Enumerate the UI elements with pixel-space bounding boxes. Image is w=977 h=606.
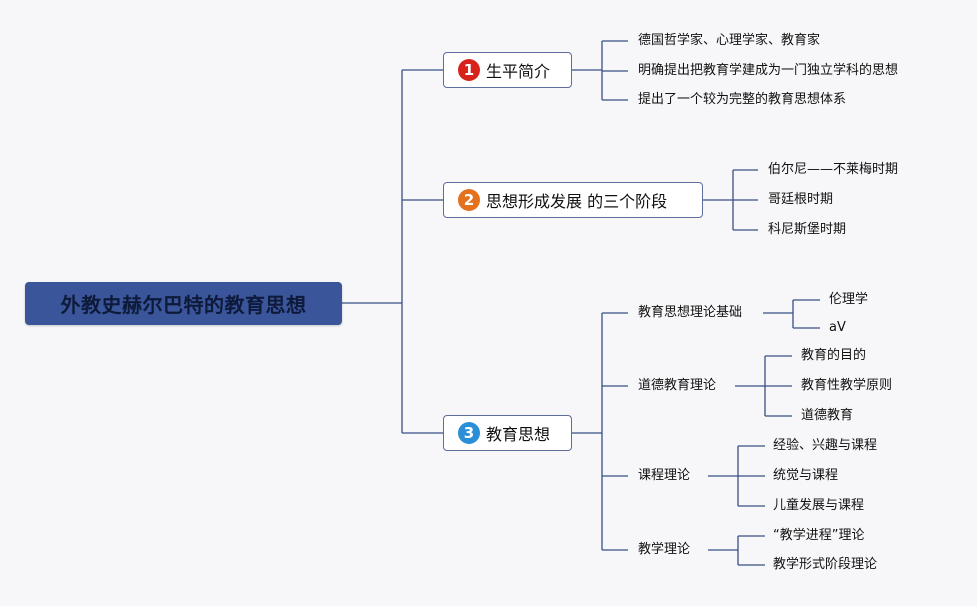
leaf-item[interactable]: 伯尔尼——不莱梅时期 (768, 162, 899, 177)
root-topic[interactable]: 外教史赫尔巴特的教育思想 (25, 282, 342, 325)
branch-biography[interactable]: 1 生平简介 (443, 52, 572, 88)
root-title: 外教史赫尔巴特的教育思想 (60, 293, 307, 317)
number-1-badge: 1 (458, 59, 480, 81)
leaf-item[interactable]: 经验、兴趣与课程 (773, 438, 878, 453)
subtopic-curriculum[interactable]: 课程理论 (638, 468, 691, 483)
branch-label: 教育思想 (486, 425, 551, 444)
branch-educational-thought[interactable]: 3 教育思想 (443, 415, 572, 451)
branch-label: 生平简介 (486, 62, 551, 81)
leaf-item[interactable]: 伦理学 (829, 292, 869, 307)
subtopic-moral-education[interactable]: 道德教育理论 (638, 378, 717, 393)
branch-three-stages[interactable]: 2 思想形成发展 的三个阶段 (443, 182, 703, 218)
leaf-item[interactable]: “教学进程”理论 (773, 528, 865, 543)
leaf-item[interactable]: 道德教育 (801, 408, 854, 423)
leaf-item[interactable]: 儿童发展与课程 (773, 498, 865, 513)
leaf-item[interactable]: 科尼斯堡时期 (768, 222, 847, 237)
subtopic-teaching[interactable]: 教学理论 (638, 542, 691, 557)
leaf-item[interactable]: 教育的目的 (801, 348, 867, 363)
subtopic-theory-basis[interactable]: 教育思想理论基础 (638, 305, 743, 320)
leaf-item[interactable]: 明确提出把教育学建成为一门独立学科的思想 (638, 63, 899, 78)
number-3-badge: 3 (458, 422, 480, 444)
leaf-item[interactable]: 统觉与课程 (773, 468, 839, 483)
leaf-item[interactable]: 哥廷根时期 (768, 192, 834, 207)
leaf-item[interactable]: 提出了一个较为完整的教育思想体系 (638, 92, 847, 107)
leaf-item[interactable]: 德国哲学家、心理学家、教育家 (638, 33, 821, 48)
leaf-item[interactable]: aV (829, 320, 846, 335)
leaf-item[interactable]: 教学形式阶段理论 (773, 557, 878, 572)
branch-label: 思想形成发展 的三个阶段 (486, 192, 668, 211)
number-2-badge: 2 (458, 189, 480, 211)
leaf-item[interactable]: 教育性教学原则 (801, 378, 893, 393)
